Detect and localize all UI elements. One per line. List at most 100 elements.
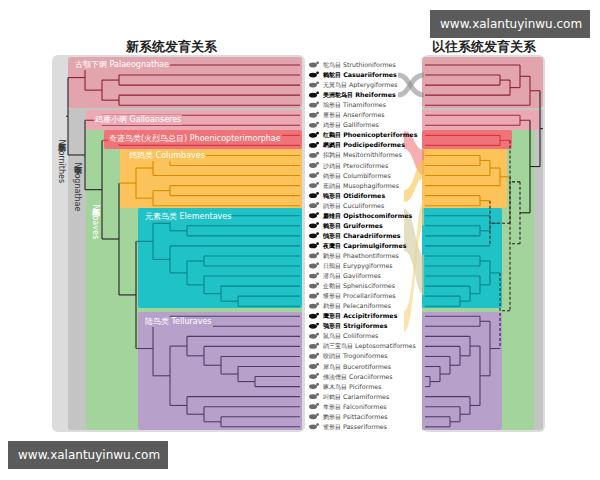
bird-head	[316, 182, 319, 185]
tree-branch	[187, 414, 204, 415]
bird-silhouette	[309, 102, 319, 108]
tree-branch	[425, 406, 460, 407]
bird-head	[316, 71, 319, 74]
bird-head	[316, 353, 319, 356]
bird-body	[309, 233, 317, 238]
bird-head	[316, 142, 319, 145]
tree-branch	[520, 212, 530, 213]
tree-branch	[425, 225, 480, 226]
tree-branch	[238, 366, 300, 367]
tree-branch	[204, 293, 221, 294]
tree-branch	[170, 405, 187, 406]
tree-branch	[509, 177, 510, 311]
tree-branch	[204, 346, 300, 347]
watermark: www.xalantuyinwu.com	[18, 447, 160, 463]
tree-branch	[187, 355, 204, 356]
bird-head	[316, 102, 319, 105]
order-name: 鸵鸟目 Struthioniformes	[323, 61, 396, 69]
order-name: 日鳽目 Eurypygiformes	[323, 262, 393, 270]
bird-head	[316, 212, 319, 215]
bird-head	[316, 293, 319, 296]
bird-body	[309, 364, 317, 369]
tree-branch	[204, 365, 221, 366]
bird-head	[316, 132, 319, 135]
bird-body	[309, 324, 317, 329]
clade-band-old	[422, 57, 543, 108]
bird-silhouette	[309, 162, 319, 168]
bird-body	[309, 63, 317, 68]
tree-branch	[425, 165, 480, 166]
tree-branch	[490, 348, 500, 349]
tree-branch	[204, 265, 300, 266]
tree-branch	[68, 77, 85, 78]
clade-band-old	[422, 208, 502, 308]
tree-branch	[102, 125, 300, 126]
bird-head	[316, 122, 319, 125]
tree-branch	[153, 175, 300, 176]
bird-body	[309, 294, 317, 299]
bird-head	[316, 252, 319, 255]
tree-branch	[425, 235, 480, 236]
tree-branch	[425, 426, 450, 427]
tree-branch	[425, 306, 460, 307]
tree-branch	[238, 381, 255, 382]
bird-head	[316, 383, 319, 386]
tree-branch	[153, 205, 300, 206]
tree-branch	[500, 223, 510, 224]
bird-silhouette	[309, 152, 319, 158]
bird-body	[309, 274, 317, 279]
order-name: 鹤形目 Gruiformes	[323, 222, 383, 230]
bird-silhouette	[309, 132, 319, 138]
bird-body	[309, 113, 317, 118]
bird-body	[309, 103, 317, 108]
tree-branch	[425, 115, 520, 116]
order-name: 雁形目 Anseriformes	[323, 111, 385, 119]
bird-body	[309, 93, 317, 98]
tree-branch	[85, 189, 102, 190]
clade-name: 鸡雁小纲 Galloanseres	[94, 115, 182, 125]
bird-head	[316, 202, 319, 205]
tree-branch	[470, 405, 480, 406]
tree-branch	[425, 316, 480, 317]
panel-heading: 以往系统发育关系	[432, 39, 536, 54]
bird-silhouette	[309, 373, 319, 379]
bird-silhouette	[309, 272, 319, 278]
tree-branch	[425, 255, 480, 256]
bird-body	[309, 193, 317, 198]
clade-band-old	[422, 130, 512, 149]
clade-name: 新鸟小纲 Neoaves	[89, 202, 101, 239]
bird-head	[316, 363, 319, 366]
bird-body	[309, 244, 317, 249]
tree-branch	[440, 373, 450, 374]
order-name: 麝雉目 Opisthocomiformes	[323, 212, 412, 220]
panel-heading: 新系统发育关系	[126, 39, 217, 54]
tree-branch	[204, 421, 221, 422]
tree-branch	[66, 116, 68, 117]
tree-branch	[490, 223, 500, 224]
tree-branch	[425, 195, 480, 196]
bird-head	[316, 283, 319, 286]
bird-head	[316, 152, 319, 155]
bird-silhouette	[309, 202, 319, 208]
tree-branch	[530, 90, 540, 91]
tree-branch	[500, 310, 510, 311]
tree-branch	[510, 243, 520, 244]
tree-branch	[221, 301, 238, 302]
tree-branch	[85, 120, 102, 121]
bird-head	[316, 333, 319, 336]
order-name: 鸨形目 Otidiformes	[323, 192, 385, 200]
tree-branch	[470, 293, 480, 294]
bird-head	[316, 232, 319, 235]
bird-silhouette	[309, 363, 319, 369]
bird-silhouette	[309, 323, 319, 329]
tree-branch	[221, 416, 300, 417]
tree-branch	[425, 416, 450, 417]
tree-branch	[170, 245, 300, 246]
order-name: 鼠鸟目 Coliiformes	[323, 332, 378, 340]
tree-branch	[480, 375, 490, 376]
order-name: 鸽形目 Columbiformes	[323, 172, 391, 180]
tree-branch	[85, 64, 300, 65]
bird-body	[309, 404, 317, 409]
order-name: 雀形目 Passeriformes	[323, 423, 387, 431]
bird-silhouette	[309, 122, 319, 128]
